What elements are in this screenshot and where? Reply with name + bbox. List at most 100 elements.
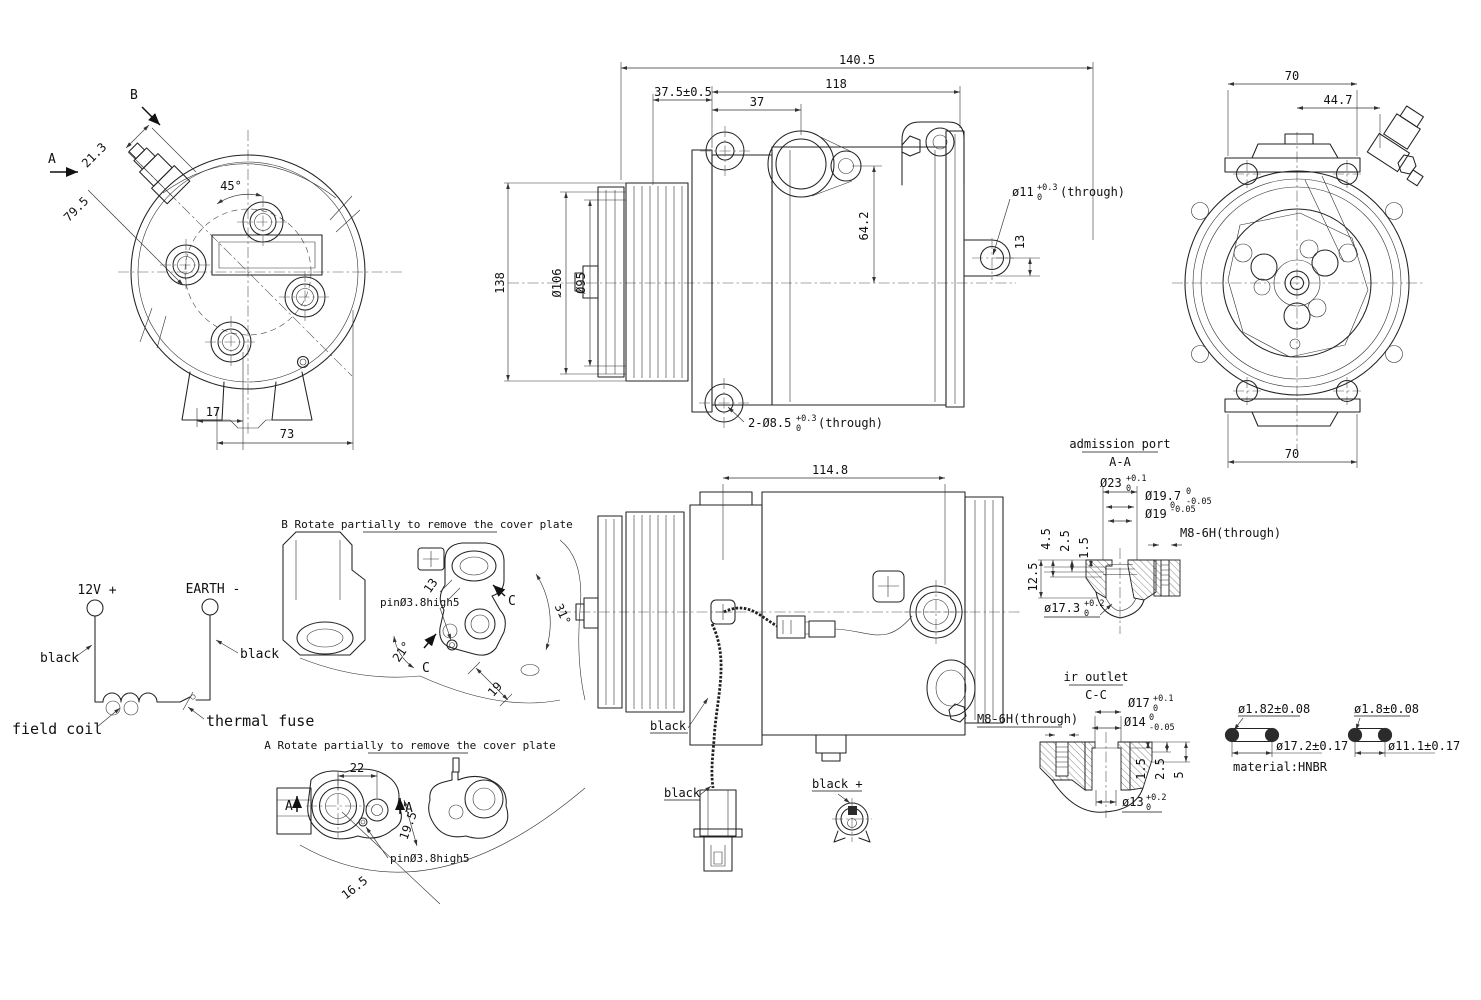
dim-22: 22 [350,761,364,775]
svg-text:Ø19: Ø19 [1145,507,1167,521]
dim-45deg: 45° [220,179,242,193]
dim-19-5: 19.5 [397,810,420,842]
dim-19: 19 [485,679,505,699]
locating-pin [358,817,368,827]
clamp-screw [710,599,736,625]
dim-13-b: 13 [421,576,441,596]
dim-37-5: 37.5±0.5 [654,85,712,99]
section-label-a: A [48,152,56,167]
section-arrow-b [141,106,161,126]
dia-106: Ø106 [550,269,564,298]
dim-44-7: 44.7 [1324,93,1353,107]
dim-79-5: 79.5 [61,194,91,224]
svg-text:Ø23: Ø23 [1100,476,1122,490]
oring-large [1224,727,1280,743]
ground-terminal [832,798,872,843]
svg-text:0: 0 [1146,803,1151,813]
view-side-top: 140.5 118 37.5±0.5 37 64.2 138 Ø106 Ø95 … [493,53,1125,434]
dim-70-bottom: 70 [1285,447,1299,461]
section-label-b: B [130,88,138,103]
svg-text:(through): (through) [1060,185,1125,199]
section-ir-outlet: ir outlet C-C Ø17 +0.1 0 Ø14 0 -0.05 M8-… [977,670,1190,818]
harness-wire-lower [710,623,723,789]
dim-d13: ø13 +0.2 0 [1122,793,1166,813]
oring-specs: ø1.82±0.08 ø17.2±0.17 material:HNBR ø1.8… [1224,702,1460,774]
connector-fitting [1366,105,1424,187]
label-wire-black: black [650,719,687,733]
dim-37: 37 [750,95,764,109]
inline-connector [776,615,836,639]
dim-1-5-adm: 1.5 [1077,537,1091,559]
note-foot-holes: 2-Ø8.5 +0.3 0 (through) [748,414,883,434]
svg-text:-0.05: -0.05 [1186,497,1212,507]
wire-label-left: black [40,651,79,666]
dim-21-3: 21.3 [79,140,109,170]
thermal-fuse-label: thermal fuse [206,712,314,730]
compressor-housing [771,146,947,406]
terminal-earth-label: EARTH - [186,582,241,597]
field-coil-symbol [102,692,181,703]
wire-label-right: black [240,647,279,662]
detail-view-b: B Rotate partially to remove the cover p… [281,518,586,707]
svg-text:0: 0 [1149,713,1154,723]
svg-text:Ø19.7: Ø19.7 [1145,489,1181,503]
dim-4-5-adm: 4.5 [1039,528,1053,550]
field-coil-label: field coil [12,720,102,738]
dim-12-5-adm: 12.5 [1026,563,1040,592]
dim-5-ir: 5 [1172,771,1186,778]
wiring-schematic: 12V + EARTH - black black field coil the… [12,582,314,738]
harness-connector [693,789,743,872]
dim-16-5: 16.5 [339,873,370,902]
dim-138: 138 [493,272,507,294]
svg-text:ø17.3: ø17.3 [1044,601,1080,615]
svg-text:2-Ø8.5: 2-Ø8.5 [748,416,791,430]
dim-d19-7: Ø19.7 0 -0.05 [1145,487,1212,507]
svg-text:+0.2: +0.2 [1084,599,1104,609]
svg-text:0: 0 [1037,193,1042,203]
svg-text:-0.05: -0.05 [1170,505,1196,515]
thread-hole [1055,741,1069,777]
section-label-a1: A [285,799,293,814]
view-side-mid: 114.8 black black black + [560,463,1020,872]
dim-13: 13 [1013,235,1027,249]
dim-d14: Ø14 0 -0.05 [1124,713,1175,733]
dim-17: 17 [206,405,220,419]
svg-text:-0.05: -0.05 [1149,723,1175,733]
dim-64-2: 64.2 [857,212,871,241]
dim-73: 73 [280,427,294,441]
suction-fitting [128,142,191,205]
front-bolt-pattern [1233,239,1358,350]
oring-small-cs: ø1.8±0.08 [1354,702,1419,716]
detail-view-a: A Rotate partially to remove the cover p… [264,739,586,905]
ir-thread-note: M8-6H(through) [977,712,1078,726]
cover-plate [307,768,402,840]
terminal-earth [201,598,219,616]
thread-hole [1160,559,1170,597]
dim-21deg: 21° [390,639,414,665]
harness-wire-upper [723,606,778,628]
oring-small [1347,727,1393,743]
dim-2-5-ir: 2.5 [1153,758,1167,780]
section-admission-port: admission port A-A Ø23 +0.1 0 Ø19.7 0 -0… [1026,437,1281,634]
rear-port-lug [926,659,976,723]
terminal-12v-label: 12V + [77,583,116,598]
admission-section-label: A-A [1109,455,1131,469]
svg-text:+0.1: +0.1 [1153,694,1173,704]
svg-text:(through): (through) [818,416,883,430]
svg-text:0: 0 [1153,704,1158,714]
name-plate [211,234,323,276]
dim-140-5: 140.5 [839,53,875,67]
dim-d19: Ø19 -0.05 0 [1145,501,1196,521]
pulley [625,511,685,713]
admission-title: admission port [1069,437,1170,451]
bolt-boss-left [160,239,212,291]
clutch-plate [597,186,625,378]
svg-text:+0.2: +0.2 [1146,793,1166,803]
oring-large-cs: ø1.82±0.08 [1238,702,1310,716]
dim-118: 118 [825,77,847,91]
oring-material: material:HNBR [1233,760,1328,774]
svg-text:0: 0 [796,424,801,434]
svg-text:ø13: ø13 [1122,795,1144,809]
svg-text:+0.3: +0.3 [796,414,816,424]
